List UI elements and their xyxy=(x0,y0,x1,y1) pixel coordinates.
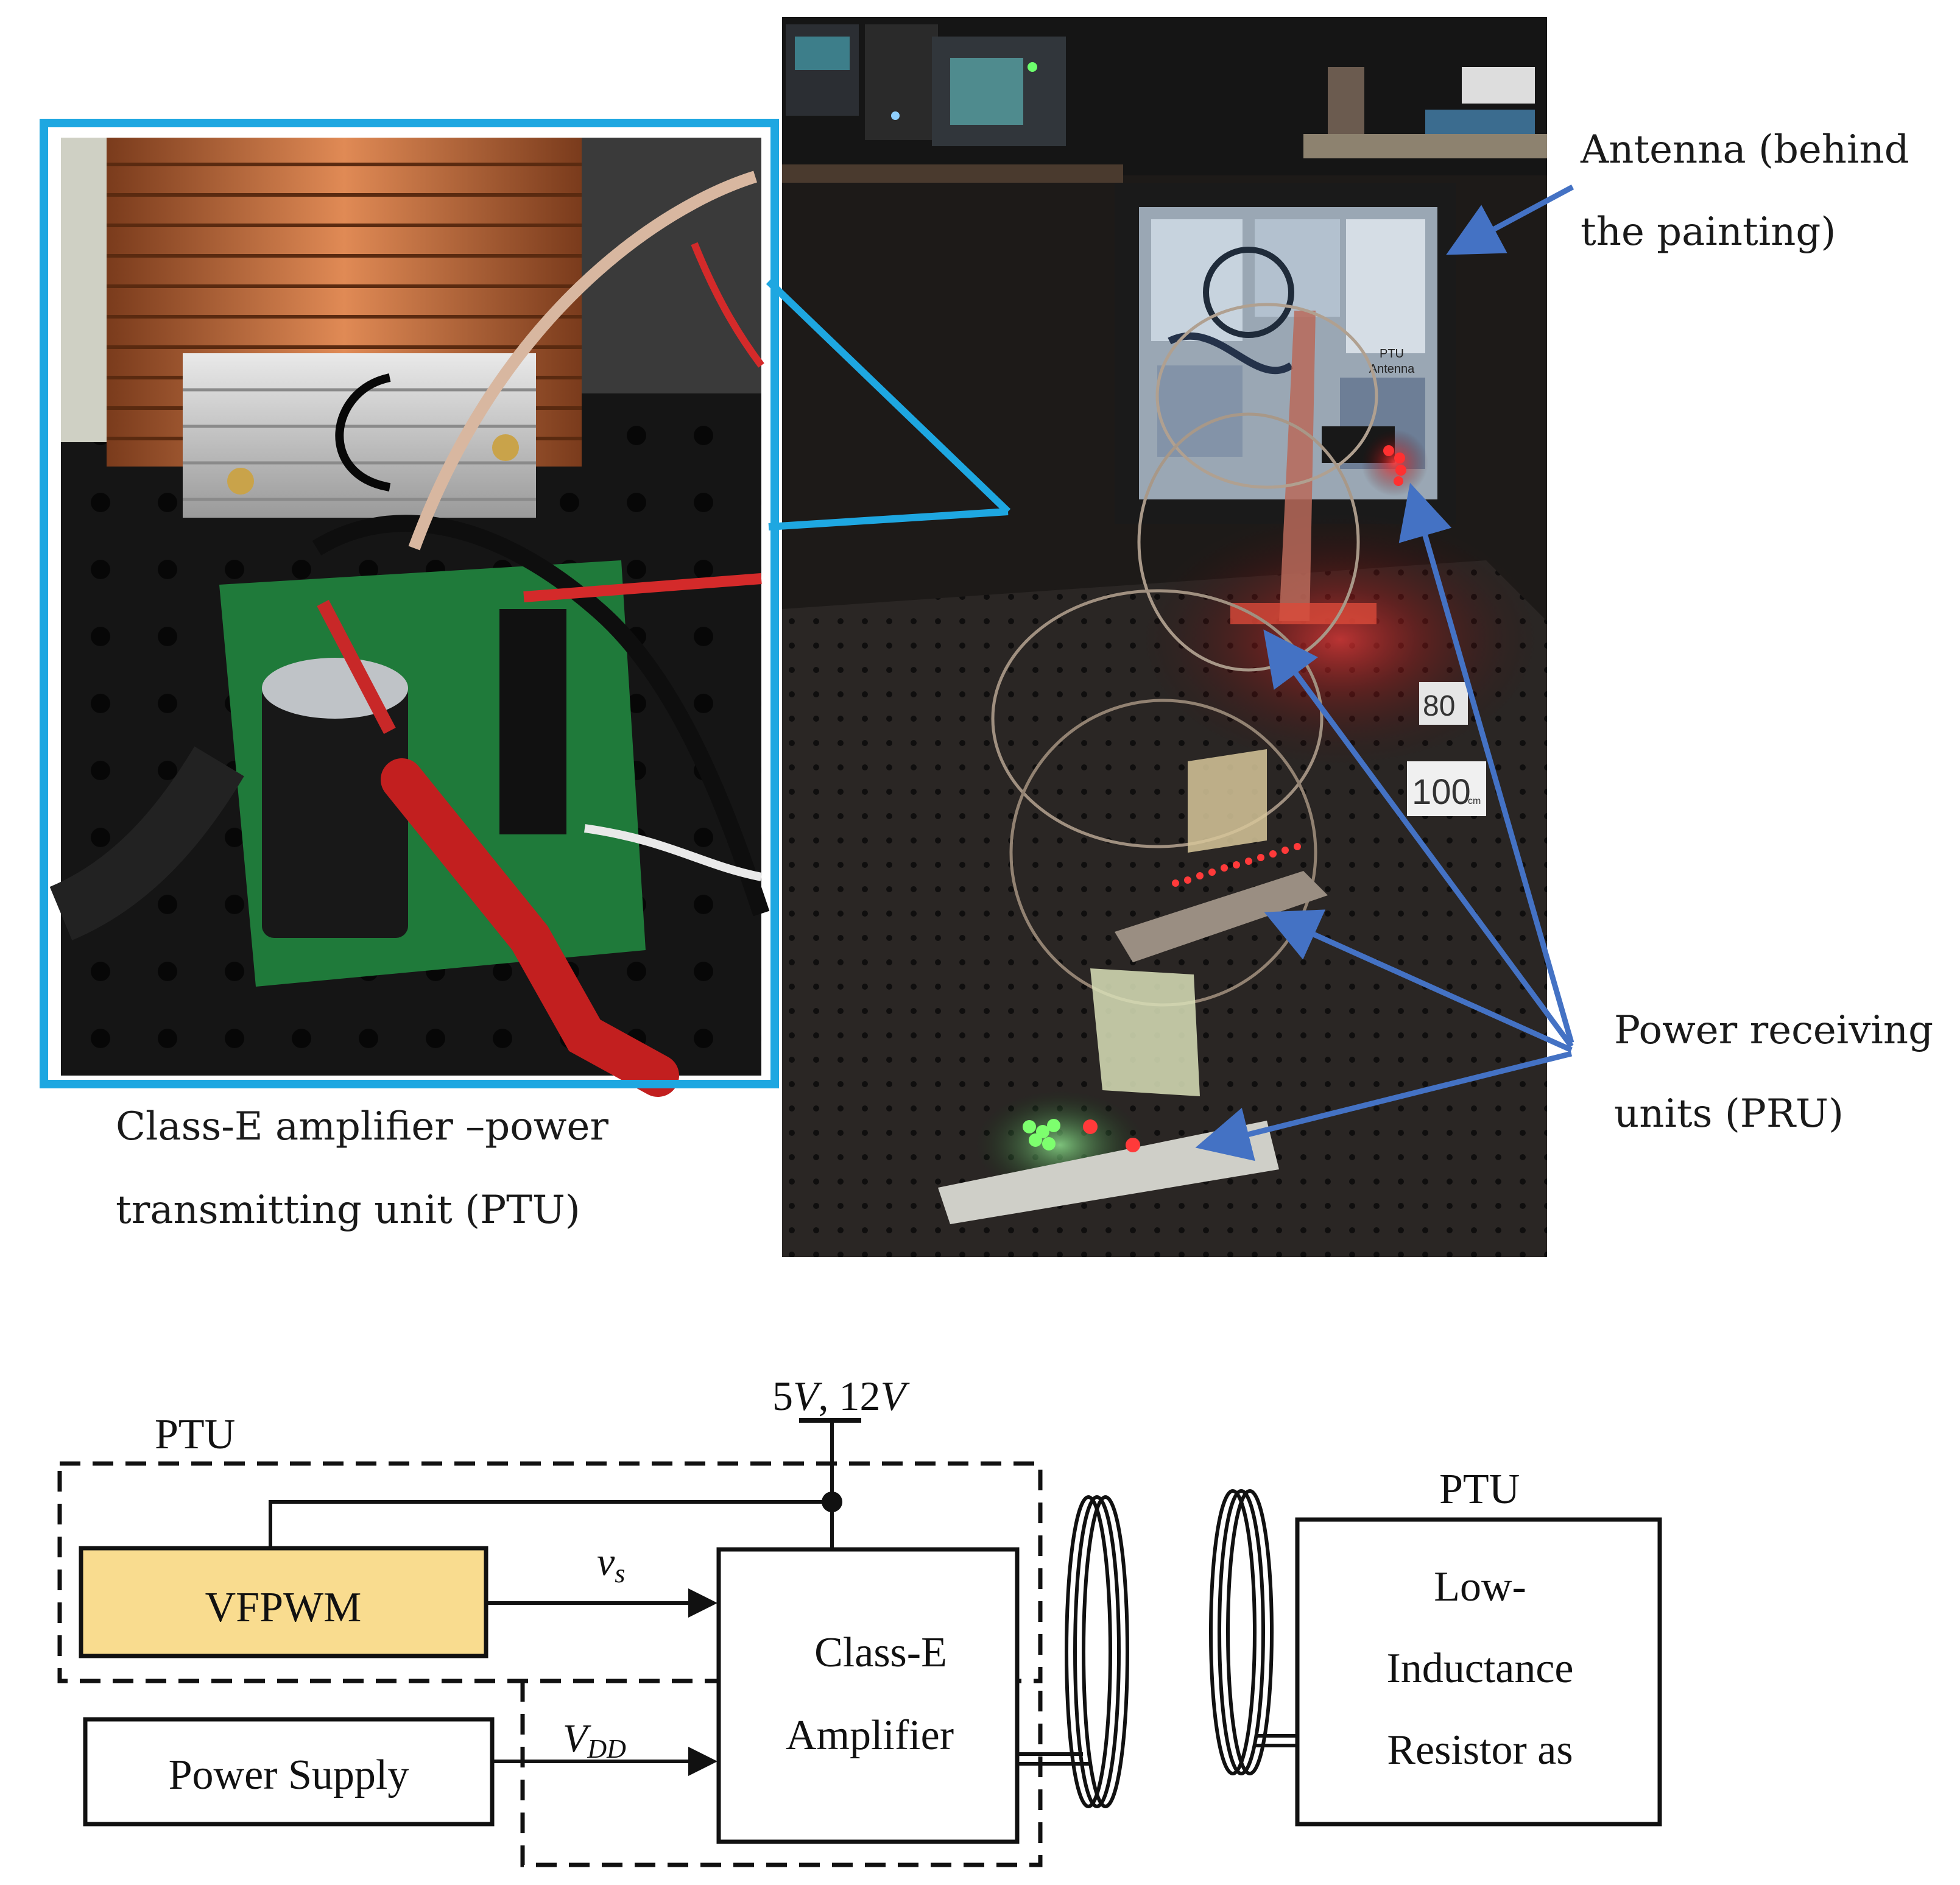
vfpwm-supply-wire xyxy=(269,1500,832,1548)
pru-arrow-bottom xyxy=(1195,1051,1573,1161)
pru-label-line2: units (PRU) xyxy=(1614,1091,1844,1136)
ptu-boundary-bottom xyxy=(520,1681,1043,1867)
pru-label-line1: Power receiving xyxy=(1614,1008,1933,1053)
painting-tag-line2: Antenna xyxy=(1369,362,1415,376)
vfpwm-label: VFPWM xyxy=(205,1584,362,1631)
svg-text:100: 100 xyxy=(1412,772,1471,812)
inset-highlight-border xyxy=(40,119,779,1088)
amplifier-label-line1: Class-E xyxy=(814,1629,947,1676)
class-e-amplifier-block xyxy=(716,1547,1020,1844)
supply-voltage-label: 5V, 12V xyxy=(772,1373,911,1419)
ptu-boundary-top xyxy=(57,1461,1043,1683)
pru-arrow-top xyxy=(1398,482,1574,1044)
vs-label: vs xyxy=(597,1540,625,1588)
pru-led-cluster-top xyxy=(1361,429,1428,496)
pru-board-bottom xyxy=(938,968,1279,1224)
block-diagram: 5V, 12V PTU PTU VFPWM Power Supply Class… xyxy=(57,1373,1662,1867)
vdd-label: VDD xyxy=(563,1716,626,1764)
load-label-line3: Resistor as xyxy=(1387,1727,1573,1774)
receive-coil xyxy=(1209,1489,1297,1775)
antenna-arrow xyxy=(1446,185,1574,255)
pru-arrow-upper-middle xyxy=(1263,629,1574,1048)
ptu-label-right: PTU xyxy=(1439,1466,1520,1513)
ptu-caption-line2: transmitting unit (PTU) xyxy=(116,1188,580,1233)
ptu-label-left: PTU xyxy=(155,1411,235,1458)
pru-board-middle xyxy=(1115,749,1328,962)
svg-text:cm: cm xyxy=(1468,796,1481,806)
pru-arrow-lower-middle xyxy=(1264,909,1573,1053)
zoom-connector-top xyxy=(766,278,1011,515)
load-label-line1: Low- xyxy=(1434,1563,1526,1610)
antenna-label-line1: Antenna (behind xyxy=(1580,127,1909,172)
power-supply-label: Power Supply xyxy=(169,1752,409,1799)
power-supply-block xyxy=(83,1717,495,1827)
transmit-coil xyxy=(1017,1495,1129,1808)
ptu-caption-line1: Class-E amplifier –power xyxy=(116,1104,608,1149)
amplifier-label-line2: Amplifier xyxy=(786,1712,954,1759)
svg-text:80: 80 xyxy=(1423,690,1455,722)
zoom-connector-bottom xyxy=(768,508,1009,530)
antenna-label-line2: the painting) xyxy=(1581,210,1836,255)
low-inductance-resistor-block xyxy=(1295,1517,1662,1827)
class-e-amplifier-photo xyxy=(49,138,770,1097)
load-label-line2: Inductance xyxy=(1386,1645,1573,1692)
painting-tag-line1: PTU xyxy=(1380,347,1404,361)
distance-marker-80: 80 xyxy=(1419,682,1468,725)
distance-marker-100: 100 cm xyxy=(1407,761,1486,816)
vfpwm-block xyxy=(79,1546,488,1658)
lab-setup-photo: PTU Antenna 80 100 xyxy=(782,17,1547,1257)
annotation-arrows xyxy=(1195,185,1574,1161)
